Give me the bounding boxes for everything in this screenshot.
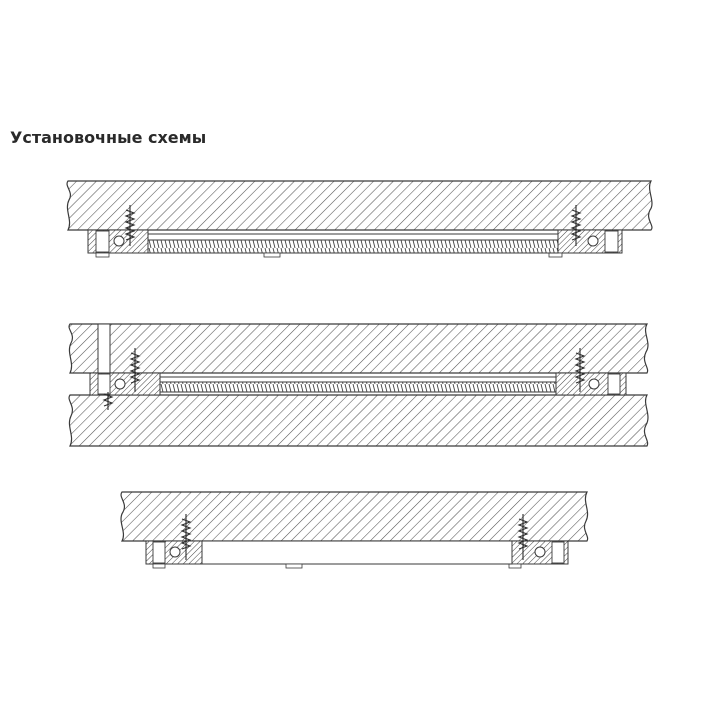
frame-corner-right xyxy=(548,229,623,258)
frame-corner-right xyxy=(508,540,569,569)
frame-corner-left xyxy=(145,540,203,569)
page-title: Установочные схемы xyxy=(10,128,207,147)
screw-left xyxy=(180,514,192,560)
screw-right xyxy=(570,205,582,246)
mounting-scheme-2 xyxy=(68,323,649,447)
frame-corner-left xyxy=(89,372,161,396)
wall-slab xyxy=(66,180,653,231)
hatch-panel xyxy=(201,540,513,569)
screw-right xyxy=(574,348,586,392)
frame-corner-left xyxy=(87,229,149,258)
wall-slab xyxy=(120,491,589,542)
hatch-panel xyxy=(147,233,559,258)
mounting-scheme-3 xyxy=(120,491,589,569)
upper-slab xyxy=(68,323,649,374)
screw-left xyxy=(102,348,141,410)
hatch-panel xyxy=(159,376,557,393)
screw-right xyxy=(517,514,529,560)
screw-left xyxy=(124,205,136,246)
frame-corner-right xyxy=(555,372,627,396)
mounting-scheme-1 xyxy=(66,180,653,258)
lower-slab xyxy=(68,394,649,447)
